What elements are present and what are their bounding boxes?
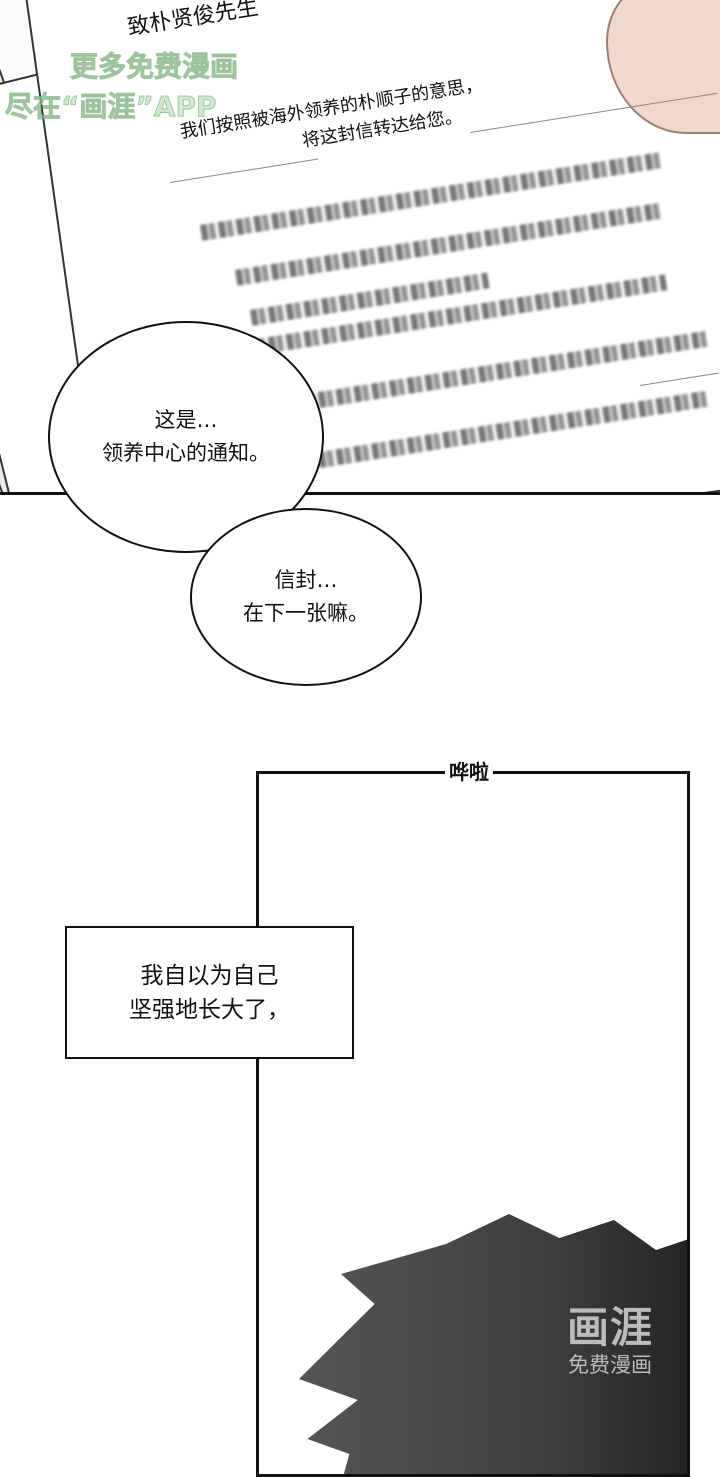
app-logo-watermark: 画涯 免费漫画 — [567, 1305, 653, 1379]
character-panel — [256, 771, 690, 1477]
watermark-line-1: 更多免费漫画 — [69, 50, 239, 84]
watermark-line-2: 尽在“画涯”APP — [5, 90, 218, 124]
narration-box: 我自以为自己 坚强地长大了， — [65, 926, 354, 1059]
logo-tagline: 免费漫画 — [568, 1353, 652, 1377]
bubble-2-line-1: 信封… — [274, 568, 338, 592]
caption-line-2: 坚强地长大了， — [129, 996, 290, 1023]
speech-bubble-2: 信封… 在下一张嘛。 — [190, 508, 422, 686]
bubble-2-line-2: 在下一张嘛。 — [243, 601, 369, 625]
sound-effect: 哗啦 — [445, 756, 493, 785]
bubble-1-line-1: 这是… — [154, 408, 218, 432]
bubble-1-line-2: 领养中心的通知。 — [102, 441, 270, 465]
logo-brand: 画涯 — [567, 1303, 654, 1352]
caption-line-1: 我自以为自己 — [140, 962, 279, 989]
